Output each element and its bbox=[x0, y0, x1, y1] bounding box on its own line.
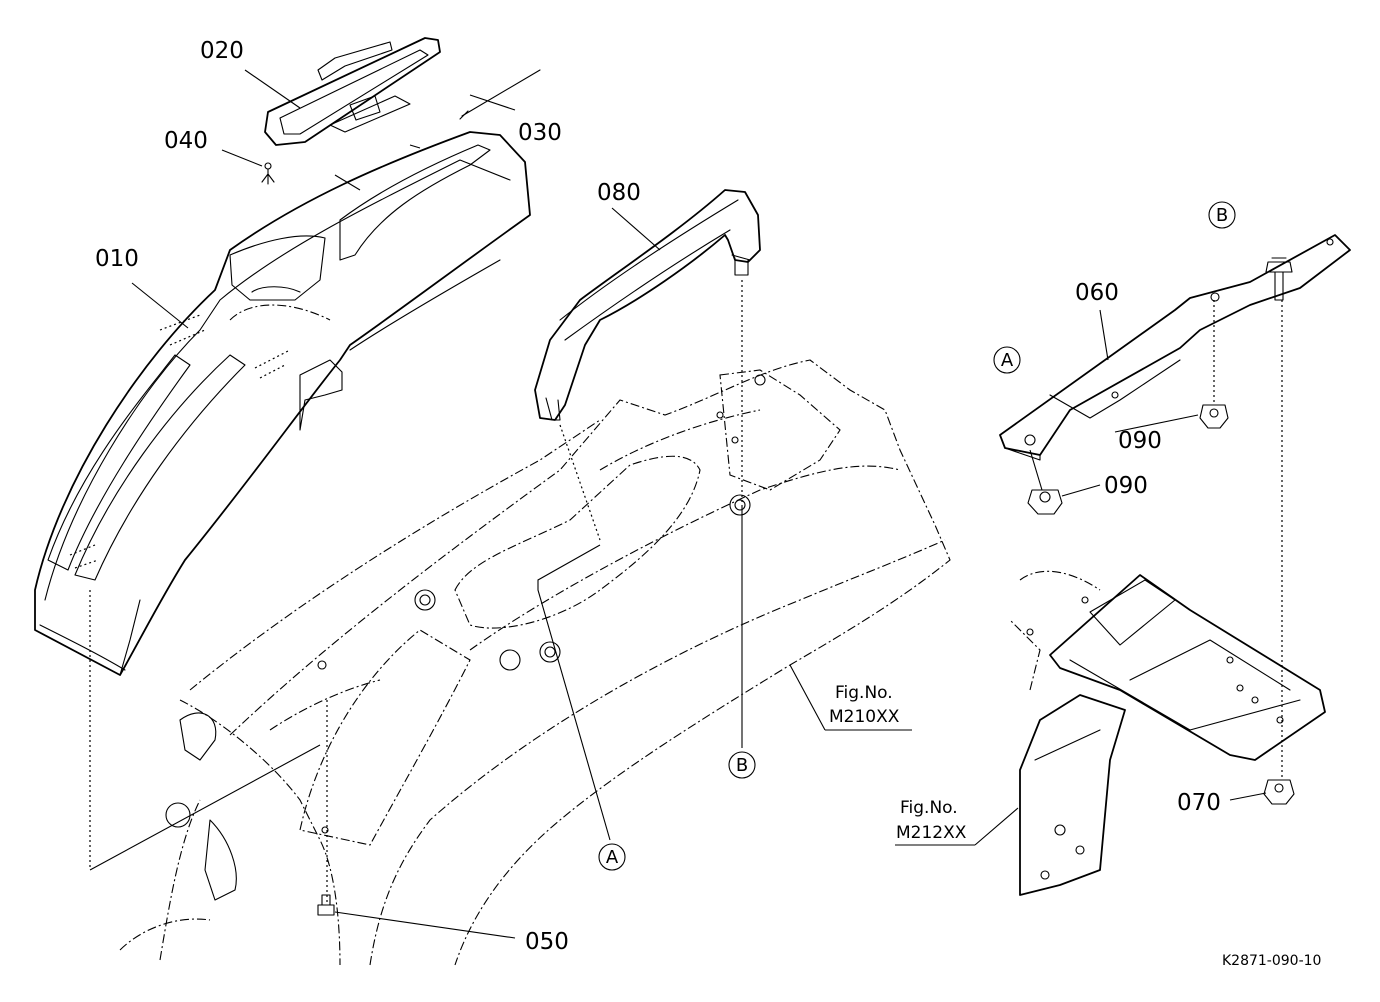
bolt-part-050 bbox=[317, 894, 335, 916]
lid-part-020 bbox=[264, 37, 441, 146]
label-020: 020 bbox=[200, 38, 244, 64]
pin-part-040 bbox=[261, 162, 275, 185]
ref-b-bottom: B bbox=[736, 755, 748, 776]
grip-part-080 bbox=[534, 189, 761, 421]
hardware-bolt-and-nuts bbox=[1027, 257, 1295, 805]
console-part-010 bbox=[34, 131, 531, 676]
label-090-upper: 090 bbox=[1118, 428, 1162, 454]
label-030: 030 bbox=[518, 120, 562, 146]
assembly-lines bbox=[89, 144, 1283, 905]
ref-a-top: A bbox=[1001, 350, 1014, 371]
fig-ref-2-line1: Fig.No. bbox=[900, 798, 958, 818]
frame-assembly bbox=[1009, 570, 1326, 896]
label-080: 080 bbox=[597, 180, 641, 206]
ref-a-bottom: A bbox=[606, 847, 619, 868]
fig-ref-1-line1: Fig.No. bbox=[835, 683, 893, 703]
label-040: 040 bbox=[164, 128, 208, 154]
wire-part-030 bbox=[459, 69, 541, 120]
label-090-lower: 090 bbox=[1104, 473, 1148, 499]
fig-ref-2-line2: M212XX bbox=[896, 823, 967, 843]
label-010: 010 bbox=[95, 246, 139, 272]
leader-lines bbox=[131, 69, 1267, 939]
bracket-part-060 bbox=[999, 234, 1351, 461]
drawing-code: K2871-090-10 bbox=[1222, 953, 1321, 969]
fig-ref-1-line2: M210XX bbox=[829, 707, 900, 727]
ref-b-top: B bbox=[1216, 205, 1228, 226]
label-060: 060 bbox=[1075, 280, 1119, 306]
fender-assembly bbox=[119, 359, 951, 966]
label-070: 070 bbox=[1177, 790, 1221, 816]
reference-marks: B A B A bbox=[598, 201, 1236, 871]
figure-references: Fig.No. M210XX Fig.No. M212XX bbox=[829, 683, 967, 843]
part-labels: 020 040 030 010 080 060 090 090 070 050 bbox=[95, 38, 1221, 955]
label-050: 050 bbox=[525, 929, 569, 955]
